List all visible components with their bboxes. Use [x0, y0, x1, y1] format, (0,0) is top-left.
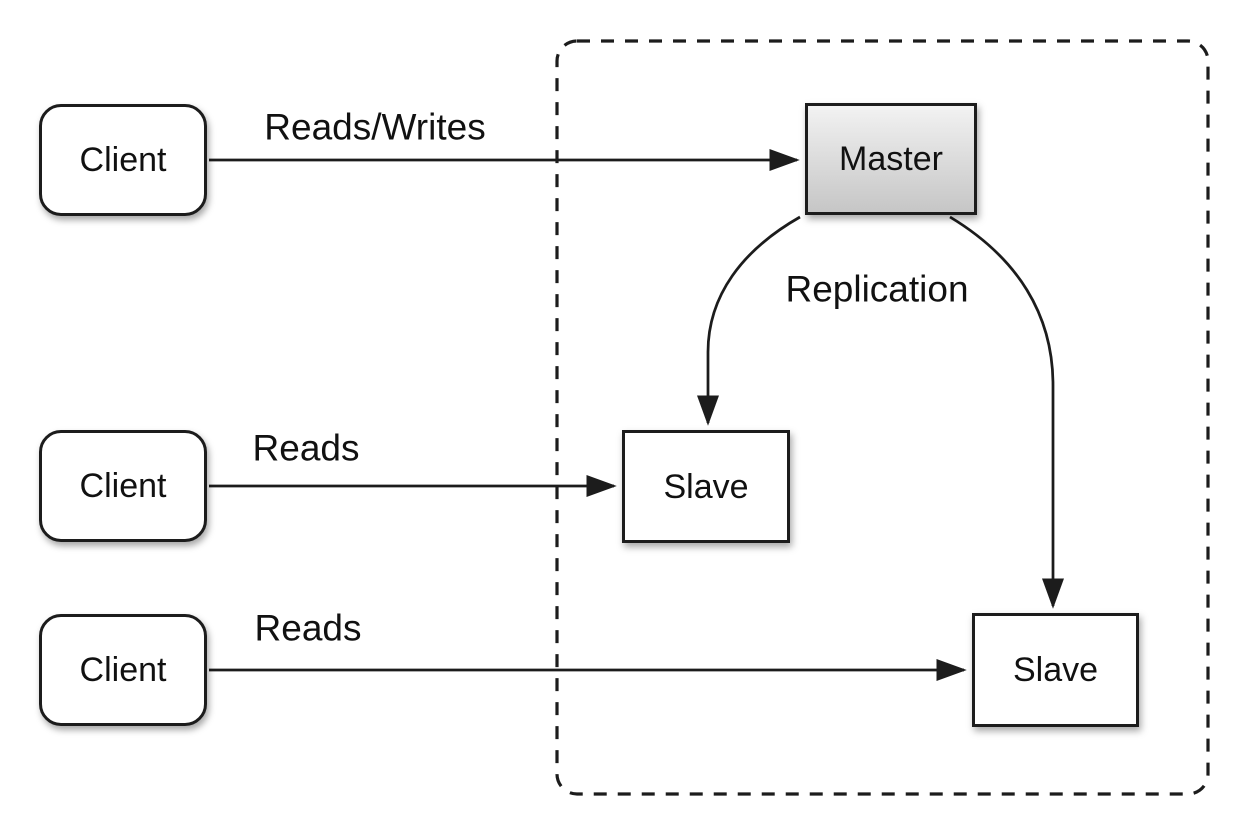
client-node-top: Client: [39, 104, 207, 216]
replication-arrow-right: [949, 215, 1064, 609]
reads-label-middle: Reads: [252, 427, 360, 469]
slave-node-right-label: Slave: [1012, 651, 1099, 689]
client-node-middle: Client: [39, 430, 207, 542]
client-node-middle-label: Client: [79, 467, 167, 505]
reads-writes-label: Reads/Writes: [264, 106, 486, 148]
replication-boundary: [555, 39, 1210, 796]
client-node-bottom: Client: [39, 614, 207, 726]
client-node-top-label: Client: [79, 141, 167, 179]
master-node: Master: [805, 103, 977, 215]
master-node-label: Master: [839, 140, 943, 178]
replication-arrow-left: [697, 215, 801, 426]
reads-label-bottom: Reads: [254, 607, 362, 649]
slave-node-left-label: Slave: [663, 467, 749, 506]
slave-node-left: Slave: [622, 430, 790, 543]
replication-label: Replication: [785, 268, 969, 310]
client-node-bottom-label: Client: [79, 651, 167, 689]
slave-node-right: Slave: [972, 613, 1139, 727]
